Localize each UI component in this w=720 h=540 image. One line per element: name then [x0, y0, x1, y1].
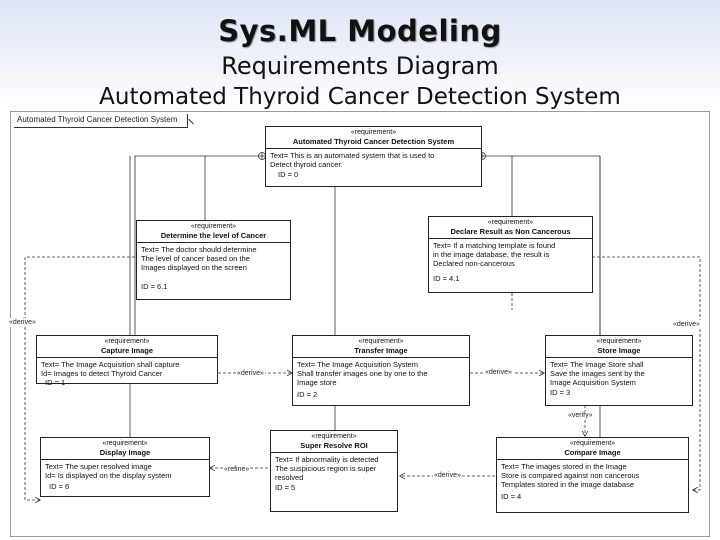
derive-line-left: [24, 256, 135, 500]
requirement-capture-image[interactable]: «requirement» Capture Image Text= The Im…: [36, 335, 218, 387]
derive-label-capture-transfer: «derive»: [236, 369, 265, 378]
requirement-root[interactable]: «requirement» Automated Thyroid Cancer D…: [265, 126, 482, 187]
requirement-name: Display Image: [99, 448, 151, 457]
stereotype-label: «requirement»: [311, 433, 357, 440]
requirement-text: Text= If a matching template is found in…: [433, 241, 556, 268]
containment-line-left: [134, 155, 258, 335]
slide-title: Sys.ML Modeling: [218, 14, 502, 48]
requirement-name: Determine the level of Cancer: [160, 231, 267, 240]
requirement-id: ID = 6: [49, 482, 70, 491]
stereotype-label: «requirement»: [190, 223, 237, 230]
requirement-text: Text= The super resolved image Id= Is di…: [45, 462, 172, 480]
requirement-text: Text= This is an automated system that i…: [270, 151, 435, 169]
verify-label: «verify»: [567, 411, 594, 420]
requirement-name: Declare Result as Non Cancerous: [450, 227, 571, 236]
derive-label-right: «derive»: [672, 320, 701, 329]
stereotype-label: «requirement»: [596, 338, 642, 345]
derive-label-transfer-store: «derive»: [484, 368, 513, 377]
requirement-determine-level[interactable]: «requirement» Determine the level of Can…: [136, 220, 291, 300]
stereotype-label: «requirement»: [569, 440, 616, 447]
stereotype-label: «requirement»: [104, 338, 150, 345]
derive-label-compare-superres: «derive»: [433, 471, 462, 480]
requirement-text: Text= If abnormality is detected The sus…: [275, 455, 379, 482]
refine-label: «refine»: [223, 465, 251, 474]
requirement-text: Text= The Image Acquisition System Shall…: [297, 360, 428, 387]
requirement-name: Super Resolve ROI: [300, 441, 368, 450]
requirement-id: ID = 3: [550, 388, 571, 397]
stereotype-label: «requirement»: [102, 440, 148, 447]
requirement-store-image[interactable]: «requirement» Store Image Text= The Imag…: [545, 335, 693, 406]
requirement-id: ID = 2: [297, 390, 318, 399]
stereotype-label: «requirement»: [350, 129, 397, 136]
slide-subtitle: Requirements Diagram: [221, 52, 499, 80]
requirement-name: Automated Thyroid Cancer Detection Syste…: [292, 137, 455, 146]
requirement-transfer-image[interactable]: «requirement» Transfer Image Text= The I…: [292, 335, 470, 406]
requirement-id: ID = 5: [275, 483, 296, 492]
requirement-name: Transfer Image: [354, 346, 408, 355]
requirement-display-image[interactable]: «requirement» Display Image Text= The su…: [40, 437, 210, 497]
requirement-id: ID = 4: [501, 492, 522, 501]
requirement-compare-image[interactable]: «requirement» Compare Image Text= The im…: [496, 437, 689, 513]
requirement-name: Compare Image: [564, 448, 621, 457]
requirement-name: Store Image: [597, 346, 641, 355]
requirement-id: ID = 4.1: [433, 274, 460, 283]
stereotype-label: «requirement»: [487, 219, 534, 226]
stereotype-label: «requirement»: [358, 338, 404, 345]
diagram-frame-label: Automated Thyroid Cancer Detection Syste…: [14, 114, 189, 128]
requirement-name: Capture Image: [100, 346, 154, 355]
requirement-id: ID = 1: [45, 378, 66, 387]
requirement-text: Text= The Image Acquisition shall captur…: [41, 360, 180, 378]
requirement-text: Text= The doctor should determine The le…: [141, 245, 257, 272]
requirement-id: ID = 6.1: [141, 282, 168, 291]
requirement-text: Text= The Image Store shall Save the ima…: [550, 360, 645, 387]
slide-system-title: Automated Thyroid Cancer Detection Syste…: [99, 84, 621, 110]
requirement-text: Text= The images stored in the Image Sto…: [501, 462, 640, 489]
requirement-id: ID = 0: [278, 170, 299, 179]
requirement-declare-result[interactable]: «requirement» Declare Result as Non Canc…: [428, 216, 593, 293]
requirement-super-resolve-roi[interactable]: «requirement» Super Resolve ROI Text= If…: [270, 430, 398, 512]
derive-label-left: «derive»: [8, 318, 37, 327]
